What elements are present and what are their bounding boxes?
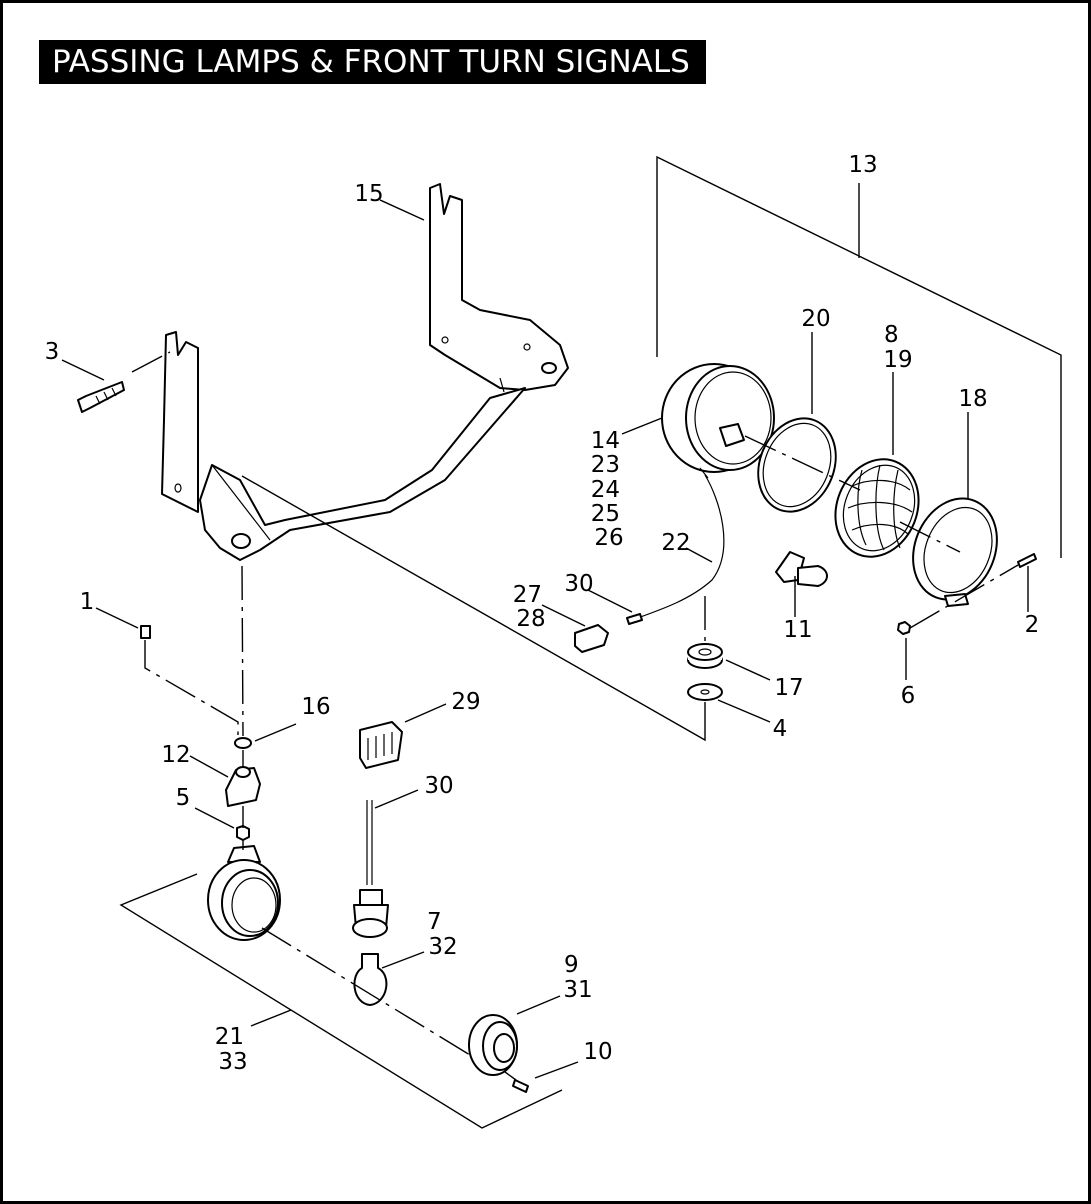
screw-10 xyxy=(512,1079,529,1093)
callout-1: 1 xyxy=(80,589,95,615)
grommet-17 xyxy=(687,643,723,669)
assembly-centerlines xyxy=(131,351,1019,1081)
washer-4 xyxy=(687,683,723,701)
washer-16 xyxy=(234,737,252,749)
connector-27 xyxy=(574,624,609,653)
bolt-3 xyxy=(77,381,125,413)
callout-27-28: 27 28 xyxy=(513,582,550,632)
turn-signal-housing xyxy=(207,845,281,941)
nut-6 xyxy=(897,621,911,635)
callout-11: 11 xyxy=(783,617,812,643)
callout-3: 3 xyxy=(45,339,60,365)
callout-29: 29 xyxy=(451,689,480,715)
screw-2 xyxy=(1017,553,1037,568)
bulb-7 xyxy=(353,953,388,1006)
callout-30-upper: 30 xyxy=(564,571,593,597)
lamp-housing xyxy=(661,363,775,479)
callout-7-32: 7 32 xyxy=(427,909,458,960)
callout-20: 20 xyxy=(801,306,830,332)
callout-5: 5 xyxy=(176,785,191,811)
screw-1 xyxy=(140,625,151,639)
gasket-20 xyxy=(757,417,837,513)
callout-21-33: 21 33 xyxy=(215,1024,252,1075)
title-bar xyxy=(39,40,706,84)
callout-labels: 1 2 3 4 5 6 7 32 8 19 9 31 10 11 12 13 xyxy=(45,152,1040,1075)
nut-5 xyxy=(236,825,250,841)
mount-block-12 xyxy=(225,766,261,807)
lamp-wire xyxy=(626,474,725,625)
bulb-11 xyxy=(775,551,828,587)
callout-12: 12 xyxy=(161,742,190,768)
callout-4: 4 xyxy=(773,716,788,742)
callout-13: 13 xyxy=(848,152,877,178)
callout-2: 2 xyxy=(1025,612,1040,638)
callout-10: 10 xyxy=(583,1039,612,1065)
page-title: PASSING LAMPS & FRONT TURN SIGNALS xyxy=(52,44,690,80)
callout-18: 18 xyxy=(958,386,987,412)
callout-9-31: 9 31 xyxy=(563,952,592,1003)
leader-lines xyxy=(61,155,1062,1129)
callout-6: 6 xyxy=(901,683,916,709)
turn-lens-9 xyxy=(468,1014,518,1076)
callout-8-19: 8 19 xyxy=(883,322,912,373)
bulb-socket xyxy=(352,800,389,938)
callout-22: 22 xyxy=(661,530,690,556)
callout-17: 17 xyxy=(774,675,803,701)
lamp-lens xyxy=(834,458,920,558)
mounting-bracket xyxy=(161,183,569,561)
callout-15: 15 xyxy=(354,181,383,207)
callout-14-26: 14 23 24 25 26 xyxy=(591,428,628,551)
connector-29 xyxy=(359,721,403,769)
callout-16: 16 xyxy=(301,694,330,720)
callout-30-lower: 30 xyxy=(424,773,453,799)
